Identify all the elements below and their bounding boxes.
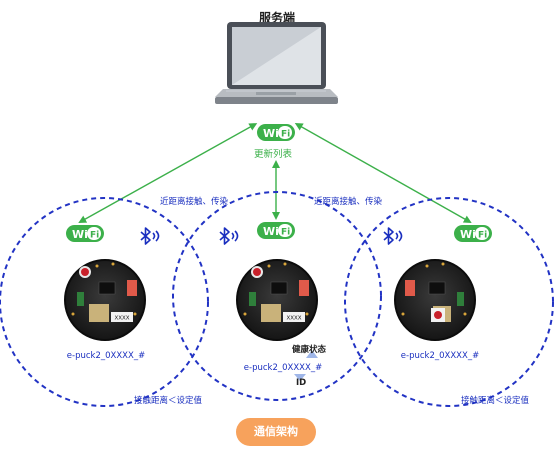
svg-text:Wi: Wi: [72, 228, 88, 241]
wifi-icon-middle: Wi Fi: [257, 222, 295, 239]
contact-infect-label-right: 近距离接触、传染: [314, 197, 383, 207]
update-list-label: 更新列表: [254, 149, 293, 160]
wifi-icon-right: Wi Fi: [454, 225, 492, 242]
svg-text:Fi: Fi: [281, 228, 290, 238]
robot-middle: XXXX: [236, 259, 318, 341]
robot-id-left: e-puck2_0XXXX_#: [66, 351, 146, 361]
svg-text:Wi: Wi: [263, 225, 279, 238]
range-label-right: 接触距离＜设定值: [461, 396, 530, 406]
bluetooth-icon-middle: [219, 227, 239, 245]
range-circle-left: [0, 197, 209, 407]
bluetooth-icon-left: [140, 227, 160, 245]
chip-label-left: XXXX: [114, 316, 129, 322]
health-pointer: [306, 350, 318, 358]
bluetooth-icon-right: [383, 227, 403, 245]
wifi-fi-text: Fi: [281, 130, 290, 140]
health-state-label: 健康状态: [292, 345, 327, 355]
range-circle-middle: [172, 191, 382, 401]
chip-label-middle: XXXX: [286, 316, 301, 322]
architecture-badge: 通信架构: [236, 418, 316, 446]
robot-left: XXXX: [64, 259, 146, 341]
arrow-server-right: [294, 123, 472, 223]
svg-text:Wi: Wi: [460, 228, 476, 241]
svg-text:Fi: Fi: [478, 231, 487, 241]
laptop-icon: [215, 22, 338, 104]
server-title: 服务端: [258, 11, 295, 25]
wifi-wi-text: Wi: [263, 127, 279, 140]
range-circle-right: [344, 197, 554, 407]
robot-id-middle: e-puck2_0XXXX_#: [243, 363, 323, 373]
robot-id-right: e-puck2_0XXXX_#: [400, 351, 480, 361]
id-pointer: [294, 374, 306, 381]
id-label: ID: [296, 378, 307, 388]
contact-infect-label-left: 近距离接触、传染: [160, 197, 229, 207]
arrow-server-left: [78, 123, 258, 223]
wifi-icon-server: Wi Fi: [257, 124, 295, 141]
range-label-left: 接触距离＜设定值: [134, 396, 203, 406]
wifi-icon-left: Wi Fi: [66, 225, 104, 242]
robot-right: [394, 259, 476, 341]
svg-text:Fi: Fi: [90, 231, 99, 241]
